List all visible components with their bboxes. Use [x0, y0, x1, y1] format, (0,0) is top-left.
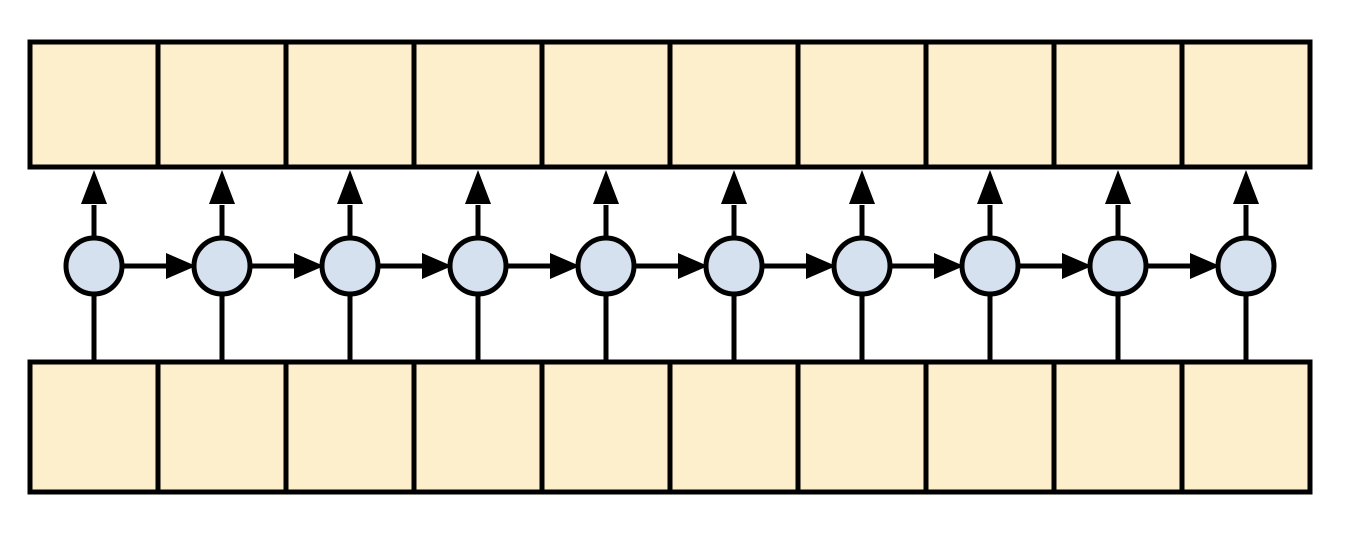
hidden-state-node-0[interactable] [63, 235, 125, 297]
state-to-output-arrowhead-8 [1105, 170, 1131, 204]
state-to-output-arrowhead-3 [465, 170, 491, 204]
state-to-state-arrowhead-0 [166, 253, 196, 279]
input-cell-3[interactable] [411, 359, 545, 495]
state-to-state-arrowhead-6 [934, 253, 964, 279]
output-cell-6[interactable] [795, 39, 929, 170]
state-to-state-arrowhead-4 [678, 253, 708, 279]
input-to-state-edges [91, 292, 1249, 365]
output-cell-0[interactable] [27, 39, 161, 170]
state-to-state-arrowhead-2 [422, 253, 452, 279]
input-cell-5[interactable] [667, 359, 801, 495]
input-cell-8[interactable] [1051, 359, 1185, 495]
hidden-state-node-2[interactable] [319, 235, 381, 297]
input-cell-4[interactable] [539, 359, 673, 495]
output-cell-3[interactable] [411, 39, 545, 170]
state-to-output-edges [81, 170, 1259, 240]
output-cell-4[interactable] [539, 39, 673, 170]
output-cell-2[interactable] [283, 39, 417, 170]
input-cell-2[interactable] [283, 359, 417, 495]
state-to-output-arrowhead-1 [209, 170, 235, 204]
output-cell-9[interactable] [1179, 39, 1313, 170]
hidden-state-node-1[interactable] [191, 235, 253, 297]
output-cell-1[interactable] [155, 39, 289, 170]
state-to-output-arrowhead-0 [81, 170, 107, 204]
hidden-state-node-4[interactable] [575, 235, 637, 297]
state-to-state-arrowhead-3 [550, 253, 580, 279]
hidden-state-node-5[interactable] [703, 235, 765, 297]
input-cell-7[interactable] [923, 359, 1057, 495]
state-to-state-arrowhead-7 [1062, 253, 1092, 279]
input-cell-1[interactable] [155, 359, 289, 495]
input-cell-0[interactable] [27, 359, 161, 495]
input-cell-6[interactable] [795, 359, 929, 495]
hidden-state-node-6[interactable] [831, 235, 893, 297]
state-to-state-edges [120, 253, 1220, 279]
state-to-state-arrowhead-1 [294, 253, 324, 279]
input-cell-9[interactable] [1179, 359, 1313, 495]
output-cell-8[interactable] [1051, 39, 1185, 170]
hidden-state-node-8[interactable] [1087, 235, 1149, 297]
input-sequence-row [27, 359, 1313, 495]
state-to-output-arrowhead-9 [1233, 170, 1259, 204]
state-to-state-arrowhead-5 [806, 253, 836, 279]
state-to-output-arrowhead-4 [593, 170, 619, 204]
state-to-output-arrowhead-7 [977, 170, 1003, 204]
hidden-state-node-7[interactable] [959, 235, 1021, 297]
hidden-state-node-3[interactable] [447, 235, 509, 297]
output-cell-7[interactable] [923, 39, 1057, 170]
state-to-output-arrowhead-5 [721, 170, 747, 204]
state-to-output-arrowhead-6 [849, 170, 875, 204]
hidden-state-node-9[interactable] [1215, 235, 1277, 297]
output-cell-5[interactable] [667, 39, 801, 170]
state-to-state-arrowhead-8 [1190, 253, 1220, 279]
state-to-output-arrowhead-2 [337, 170, 363, 204]
output-sequence-row [27, 39, 1313, 170]
hidden-state-row [63, 235, 1277, 297]
